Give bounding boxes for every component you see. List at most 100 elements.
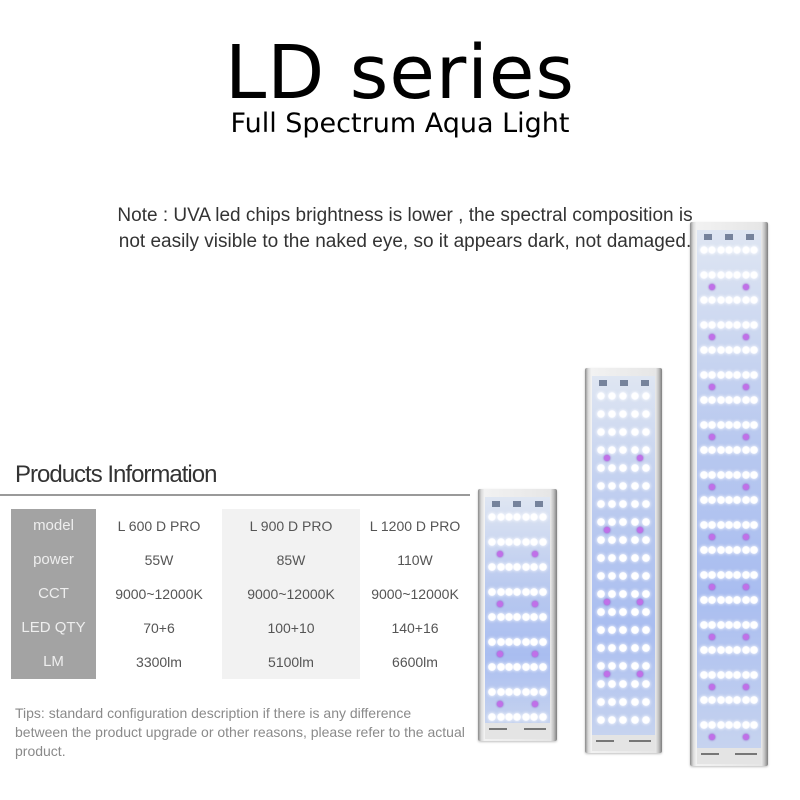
label-cct: CCT (38, 585, 69, 602)
led-chip (700, 546, 709, 554)
led-chip (642, 554, 651, 562)
uv-led-row (592, 527, 655, 533)
led-chip (642, 392, 651, 400)
led-row (592, 572, 655, 580)
light-fixture-l900-image (585, 368, 662, 753)
led-chip (596, 446, 605, 454)
model-value: L 900 D PRO (249, 518, 333, 534)
led-chip (538, 663, 547, 671)
led-chip (724, 571, 733, 579)
led-chip (642, 680, 651, 688)
led-chip (608, 392, 617, 400)
led-chip (505, 563, 514, 571)
led-chip (749, 546, 758, 554)
led-row (697, 246, 761, 254)
led-qty-value: 70+6 (143, 620, 175, 636)
led-chip (530, 638, 539, 646)
led-chip (596, 680, 605, 688)
led-chip (513, 538, 522, 546)
uv-led-chip (709, 433, 715, 440)
led-chip (708, 271, 717, 279)
led-chip (708, 421, 717, 429)
led-chip (724, 246, 733, 254)
led-chip (596, 464, 605, 472)
led-chip (505, 538, 514, 546)
led-chip (642, 572, 651, 580)
led-chip (733, 446, 742, 454)
led-chip (619, 518, 628, 526)
led-chip (642, 536, 651, 544)
power-value: 55W (144, 552, 174, 568)
led-chip (733, 546, 742, 554)
led-chip (619, 410, 628, 418)
led-chip (716, 496, 725, 504)
led-chip (749, 721, 758, 729)
led-chip (505, 663, 514, 671)
uv-led-chip (743, 733, 749, 740)
led-chip (724, 596, 733, 604)
cct-value: 9000~12000K (371, 586, 459, 602)
led-chip (619, 626, 628, 634)
label-led-qty: LED QTY (21, 619, 86, 636)
led-chip (596, 536, 605, 544)
led-chip (608, 500, 617, 508)
led-chip (608, 536, 617, 544)
led-row (697, 571, 761, 579)
led-chip (716, 346, 725, 354)
uv-led-chip (709, 533, 715, 540)
led-chip (521, 588, 530, 596)
led-chip (630, 554, 639, 562)
led-chip (716, 671, 725, 679)
led-chip (619, 572, 628, 580)
uv-led-chip (604, 671, 610, 677)
led-chip (608, 680, 617, 688)
led-chip (716, 471, 725, 479)
led-row (592, 716, 655, 724)
tips-text: Tips: standard configuration description… (15, 705, 465, 759)
led-chip (538, 688, 547, 696)
uv-led-chip (743, 383, 749, 390)
led-chip (700, 321, 709, 329)
led-row (697, 446, 761, 454)
led-chip (538, 613, 547, 621)
led-chip (596, 410, 605, 418)
led-chip (505, 613, 514, 621)
led-chip (630, 590, 639, 598)
led-chip (708, 646, 717, 654)
led-chip (530, 588, 539, 596)
led-chip (608, 608, 617, 616)
uv-led-chip (743, 283, 749, 290)
led-chip (596, 626, 605, 634)
led-chip (642, 500, 651, 508)
led-chip (496, 663, 505, 671)
led-chip (700, 396, 709, 404)
uv-led-row (592, 671, 655, 677)
led-row (697, 621, 761, 629)
led-chip (724, 646, 733, 654)
led-chip (700, 246, 709, 254)
led-chip (488, 588, 497, 596)
uv-led-chip (637, 455, 643, 461)
led-chip (708, 696, 717, 704)
led-chip (630, 608, 639, 616)
led-chip (749, 271, 758, 279)
power-value: 85W (276, 552, 306, 568)
led-chip (596, 392, 605, 400)
uva-note: Note : UVA led chips brightness is lower… (117, 205, 693, 252)
led-chip (608, 590, 617, 598)
uv-led-chip (532, 650, 538, 657)
led-chip (733, 271, 742, 279)
led-chip (505, 713, 514, 721)
led-chip (749, 296, 758, 304)
led-chip (741, 421, 750, 429)
led-chip (630, 482, 639, 490)
spec-table: model power CCT LED QTY LM L 600 D PRO 5… (11, 509, 461, 679)
led-chip (521, 563, 530, 571)
spec-column-l900: L 900 D PRO 85W 9000~12000K 100+10 5100l… (222, 509, 360, 679)
led-chip (749, 421, 758, 429)
led-row (592, 644, 655, 652)
uv-led-row (592, 455, 655, 461)
uv-led-chip (532, 550, 538, 557)
led-row (592, 464, 655, 472)
led-chip (630, 464, 639, 472)
